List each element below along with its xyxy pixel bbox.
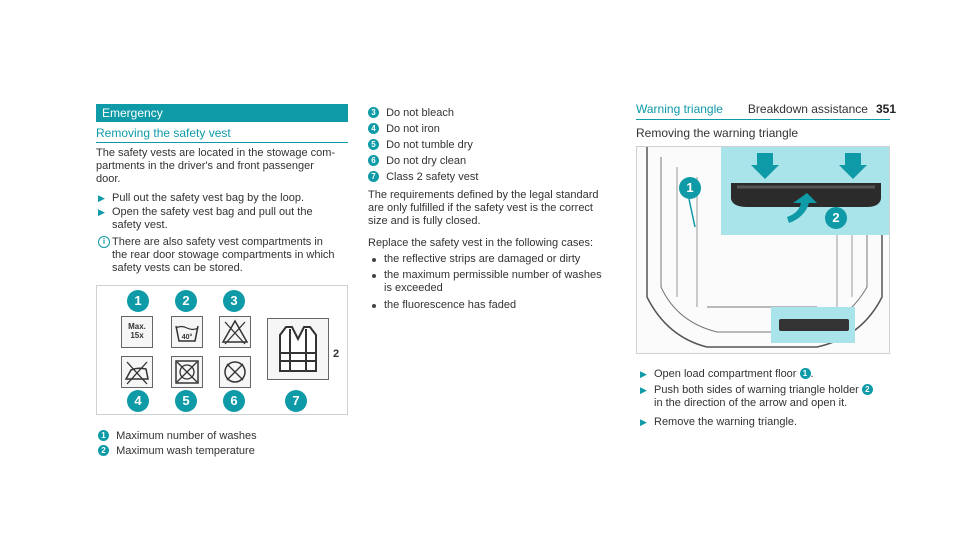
text-line: safety vests can be stored. [112, 262, 243, 274]
callout-badge: 3 [368, 106, 379, 118]
step-text: safety vest. [112, 219, 168, 231]
callout-badge: 4 [368, 122, 379, 134]
title-rule [636, 119, 890, 120]
subhead-rule [96, 142, 348, 143]
arrow-right-icon: ▶ [640, 417, 647, 427]
info-icon: i [98, 236, 110, 248]
caption-item: 5 Do not tumble dry [368, 138, 473, 152]
text-line: the rear door stowage compartments in wh… [112, 249, 335, 261]
requirements-paragraph: The requirements defined by the legal st… [368, 189, 628, 228]
intro-paragraph: The safety vests are located in the stow… [96, 147, 351, 186]
callout-badge: 1 [679, 177, 701, 199]
icon-label: 15x [130, 331, 144, 340]
caption-item: 3 Do not bleach [368, 106, 454, 120]
text-line: size and is fully closed. [368, 215, 481, 227]
caption-item: 6 Do not dry clean [368, 154, 467, 168]
bullet-item: the maximum permissible number of washes… [372, 269, 632, 295]
caption-item: 7 Class 2 safety vest [368, 170, 479, 184]
step-item: ▶ Pull out the safety vest bag by the lo… [98, 192, 353, 205]
caption-text: Do not dry clean [386, 155, 467, 167]
callout-badge: 5 [368, 138, 379, 150]
text-line: The requirements defined by the legal st… [368, 189, 599, 201]
callout-badge: 2 [175, 290, 197, 312]
caption-text: Maximum number of washes [116, 430, 257, 442]
text-line: are only fulfilled if the safety vest is… [368, 202, 593, 214]
wash-temperature-icon: 40° [171, 316, 203, 348]
arrow-right-icon: ▶ [98, 193, 105, 203]
bullet-icon [372, 274, 376, 278]
callout-badge: 2 [825, 207, 847, 229]
caption-text: Maximum wash temperature [116, 445, 255, 457]
no-tumble-dry-icon [171, 356, 203, 388]
callout-badge: 1 [127, 290, 149, 312]
step-text: Push both sides of warning triangle hold… [654, 384, 862, 396]
info-note: i There are also safety vest compartment… [98, 236, 358, 275]
callout-badge: 1 [799, 367, 811, 379]
subhead-warning-triangle: Removing the warning triangle [636, 126, 799, 140]
step-item: ▶ Remove the warning triangle. [640, 416, 890, 429]
icon-label: Max. [128, 322, 146, 331]
text-line: partments in the driver's and front pass… [96, 160, 314, 172]
step-text: in the direction of the arrow and open i… [654, 397, 848, 409]
no-iron-icon [121, 356, 153, 388]
no-bleach-icon [219, 316, 251, 348]
section-title-warning-triangle: Warning triangle [636, 102, 723, 116]
warning-triangle-figure: 1 2 [636, 146, 890, 354]
section-name: Breakdown assistance [747, 102, 868, 116]
step-text: Open load compartment floor [654, 368, 800, 380]
arrow-right-icon: ▶ [98, 207, 105, 217]
bullet-item: the reflective strips are damaged or dir… [372, 253, 632, 266]
callout-badge: 7 [368, 170, 379, 182]
step-item: ▶ Open the safety vest bag and pull out … [98, 206, 353, 232]
bullet-icon [372, 258, 376, 262]
step-text: Remove the warning triangle. [654, 416, 798, 428]
text-line: The safety vests are located in the stow… [96, 147, 336, 159]
step-text: . [810, 368, 814, 380]
class-label: 2 [333, 348, 340, 360]
callout-badge: 3 [223, 290, 245, 312]
care-symbols-figure: 1 2 3 Max. 15x 40° [96, 285, 348, 415]
callout-badge: 7 [285, 390, 307, 412]
running-header: Breakdown assistance 351 [748, 103, 896, 116]
no-dry-clean-icon [219, 356, 251, 388]
caption-text: Do not bleach [386, 107, 454, 119]
callout-badge: 4 [127, 390, 149, 412]
step-text: Pull out the safety vest bag by the loop… [112, 192, 305, 204]
step-text: Open the safety vest bag and pull out th… [112, 206, 313, 218]
section-bar-emergency: Emergency [96, 104, 348, 122]
caption-text: Do not tumble dry [386, 139, 473, 151]
page-number: 351 [875, 102, 896, 116]
replace-paragraph: Replace the safety vest in the following… [368, 237, 594, 249]
bullet-item: the fluorescence has faded [372, 299, 632, 312]
bullet-text: the reflective strips are damaged or dir… [384, 253, 581, 265]
arrow-right-icon: ▶ [640, 369, 647, 379]
callout-badge: 5 [175, 390, 197, 412]
callout-badge: 1 [98, 429, 109, 441]
caption-text: Class 2 safety vest [386, 171, 479, 183]
bullet-text: the fluorescence has faded [384, 299, 517, 311]
callout-badge: 6 [368, 154, 379, 166]
max-washes-icon: Max. 15x [121, 316, 153, 348]
bullet-text: is exceeded [384, 282, 443, 294]
bullet-text: the maximum permissible number of washes [384, 269, 602, 281]
text-line: door. [96, 173, 121, 185]
subhead-safety-vest: Removing the safety vest [96, 126, 231, 140]
callout-badge: 6 [223, 390, 245, 412]
step-item: ▶ Push both sides of warning triangle ho… [640, 383, 890, 410]
caption-item: 4 Do not iron [368, 122, 440, 136]
caption-text: Do not iron [386, 123, 440, 135]
bullet-icon [372, 304, 376, 308]
step-item: ▶ Open load compartment floor 1. [640, 367, 890, 381]
callout-badge: 2 [861, 383, 873, 395]
caption-item: 2 Maximum wash temperature [98, 444, 255, 458]
icon-label: 40° [181, 334, 193, 341]
text-line: There are also safety vest compartments … [112, 236, 323, 248]
callout-badge: 2 [98, 444, 109, 456]
safety-vest-icon [267, 318, 329, 380]
arrow-right-icon: ▶ [640, 385, 647, 395]
caption-item: 1 Maximum number of washes [98, 429, 257, 443]
